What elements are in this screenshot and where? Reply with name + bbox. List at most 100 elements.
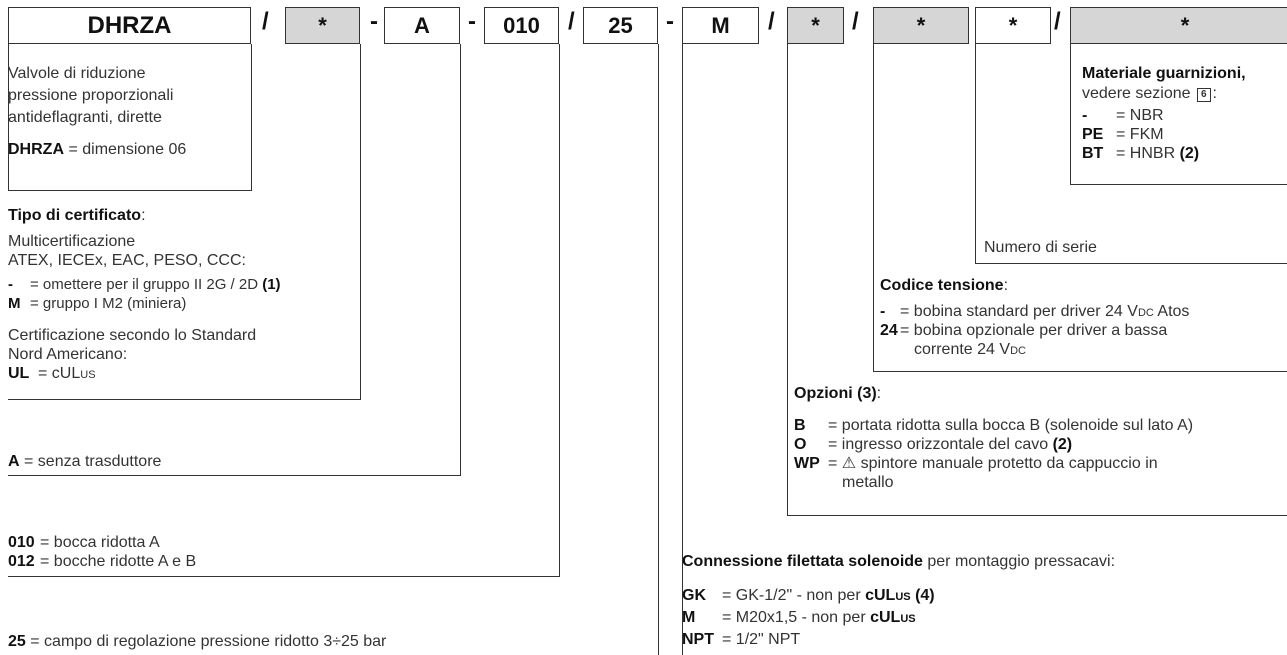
option-value: = bocca ridotta A (40, 534, 160, 551)
options-title-row: Opzioni (3): (794, 384, 881, 403)
model-code: DHRZA (87, 11, 172, 39)
seals-subtitle-colon: : (1212, 85, 1217, 102)
seals-connector-line (1070, 184, 1287, 185)
certificate-title: Tipo di certificato (8, 207, 142, 224)
connection-title-rest: per montaggio pressacavi: (922, 553, 1116, 570)
connection-title: Connessione filettata solenoide (682, 553, 923, 570)
option-key: M (8, 295, 21, 312)
separator-dash: - (370, 8, 378, 35)
model-connector-line (8, 44, 9, 190)
connection-option-row: M= M20x1,5 - non per cULus (682, 608, 916, 627)
voltage-title: Codice tensione (880, 277, 1004, 294)
option-key: 25 (8, 633, 26, 650)
seals-option-row: -= NBR (1082, 106, 1164, 125)
option-value: = M20x1,5 - non per (722, 609, 871, 626)
option-value: = gruppo I M2 (miniera) (30, 295, 187, 312)
seals-option-row: BT = HNBR (2) (1082, 144, 1199, 163)
option-key: - (8, 276, 13, 293)
pressure-code: 25 (608, 12, 633, 38)
voltage-connector-line (873, 371, 1287, 372)
serial-code: * (1008, 12, 1018, 38)
option-value: = HNBR (1116, 145, 1176, 162)
separator-slash: / (768, 8, 775, 35)
options-code: * (811, 12, 820, 38)
option-key: WP (794, 455, 820, 472)
transducer-code-box: A (384, 7, 460, 44)
option-value: = GK-1/2" - non per (722, 587, 866, 604)
seals-option-row: PE= FKM (1082, 125, 1164, 144)
title-colon: : (1003, 277, 1009, 294)
option-key: BT (1082, 145, 1104, 162)
option-value: = bocche ridotte A e B (40, 553, 197, 570)
pressure-code-box: 25 (583, 7, 658, 44)
option-value: corrente 24 V (914, 341, 1011, 358)
options-connector-line (787, 44, 788, 516)
ports-code: 010 (503, 12, 540, 38)
option-value-bold: cUL (865, 587, 896, 604)
options-option-row: O= ingresso orizzontale del cavo (2) (794, 435, 1072, 454)
connection-code-box: M (682, 7, 759, 44)
separator-slash: / (1054, 8, 1061, 35)
title-colon: : (876, 385, 882, 402)
seals-code-box: * (1070, 7, 1287, 44)
option-key: - (1082, 107, 1088, 124)
option-key: 24 (880, 322, 898, 339)
transducer-option-row: A = senza trasduttore (8, 452, 161, 471)
transducer-code: A (414, 12, 430, 38)
transducer-connector-line (460, 44, 461, 476)
certificate-multi-line: Multicertificazione (8, 233, 136, 250)
options-option-row: B= portata ridotta sulla bocca B (soleno… (794, 416, 1193, 435)
option-value: = portata ridotta sulla bocca B (solenoi… (828, 417, 1194, 434)
voltage-option-row: 24= bobina opzionale per driver a bassa (880, 321, 1167, 340)
option-value-smallcaps: dc (1137, 303, 1154, 320)
voltage-option-row: -= bobina standard per driver 24 Vdc Ato… (880, 302, 1189, 321)
option-value-smallcaps: dc (1010, 341, 1026, 358)
transducer-connector-line (8, 475, 461, 476)
model-size-row: DHRZA = dimensione 06 (8, 140, 186, 159)
option-note: (4) (915, 587, 935, 604)
model-connector-line (8, 190, 252, 191)
ports-option-row: 010= bocca ridotta A (8, 533, 160, 552)
seals-title: Materiale guarnizioni, (1082, 64, 1246, 83)
option-key: O (794, 436, 807, 453)
separator-dash: - (666, 8, 674, 35)
serial-number-label: Numero di serie (984, 239, 1097, 256)
option-note: (2) (1052, 436, 1073, 453)
title-colon: : (141, 207, 146, 224)
option-value: = ⚠ spintore manuale protetto da cappucc… (828, 455, 1158, 472)
certificate-code: * (318, 12, 327, 38)
option-value-smallcaps: us (80, 365, 96, 382)
separator-dash: - (468, 8, 476, 35)
voltage-option-continuation: corrente 24 Vdc (914, 340, 1026, 359)
seals-title-text: Materiale guarnizioni, (1082, 65, 1246, 82)
certificate-connector-line (8, 399, 361, 400)
separator-slash: / (852, 8, 859, 35)
certificate-standard-line: Nord Americano: (8, 346, 128, 363)
certificate-connector-line (360, 44, 361, 400)
model-description-line: pressione proporzionali (8, 87, 174, 104)
connection-title-row: Connessione filettata solenoide per mont… (682, 552, 1115, 571)
pressure-connector-line (658, 44, 659, 655)
options-option-continuation: metallo (842, 474, 894, 491)
seals-code: * (1180, 12, 1190, 38)
option-key: M (682, 609, 696, 626)
option-key: 012 (8, 553, 35, 570)
model-code-box: DHRZA (8, 7, 251, 44)
model-connector-line (251, 44, 252, 190)
option-note: (2) (1179, 145, 1200, 162)
option-value: = bobina standard per driver 24 V (900, 303, 1138, 320)
voltage-title-row: Codice tensione: (880, 276, 1008, 295)
option-value: = cUL (38, 365, 81, 382)
option-value: = bobina opzionale per driver a bassa (900, 322, 1168, 339)
certificate-option-row: -= omettere per il gruppo II 2G / 2D (1) (8, 275, 281, 294)
option-key: DHRZA (8, 141, 64, 158)
section-badge: 6 (1196, 88, 1211, 102)
option-note: (1) (262, 276, 281, 293)
voltage-code: * (916, 12, 926, 38)
seals-connector-line (1070, 44, 1071, 185)
pressure-option-row: 25 = campo di regolazione pressione rido… (8, 632, 386, 651)
seals-subtitle-text: vedere sezione (1082, 85, 1191, 102)
certificate-title-row: Tipo di certificato: (8, 206, 146, 225)
model-description-line: antideflagranti, dirette (8, 109, 162, 126)
certificate-code-box: * (285, 7, 360, 44)
